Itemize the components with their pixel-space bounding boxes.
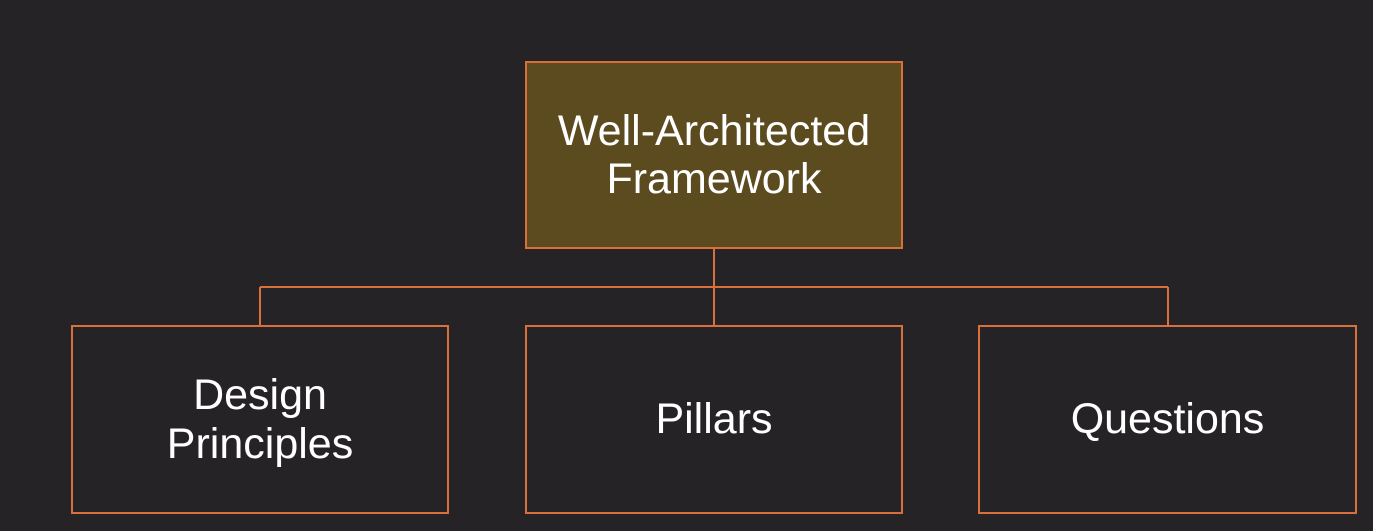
questions-label: Questions — [1070, 395, 1265, 444]
root-node-label: Well-Architected Framework — [557, 106, 871, 203]
child-node-pillars: Pillars — [525, 325, 903, 514]
design-principles-label: Design Principles — [166, 371, 354, 468]
child-node-design-principles: Design Principles — [71, 325, 449, 514]
root-node-well-architected-framework: Well-Architected Framework — [525, 61, 903, 249]
pillars-label: Pillars — [655, 395, 773, 444]
child-node-questions: Questions — [978, 325, 1357, 514]
